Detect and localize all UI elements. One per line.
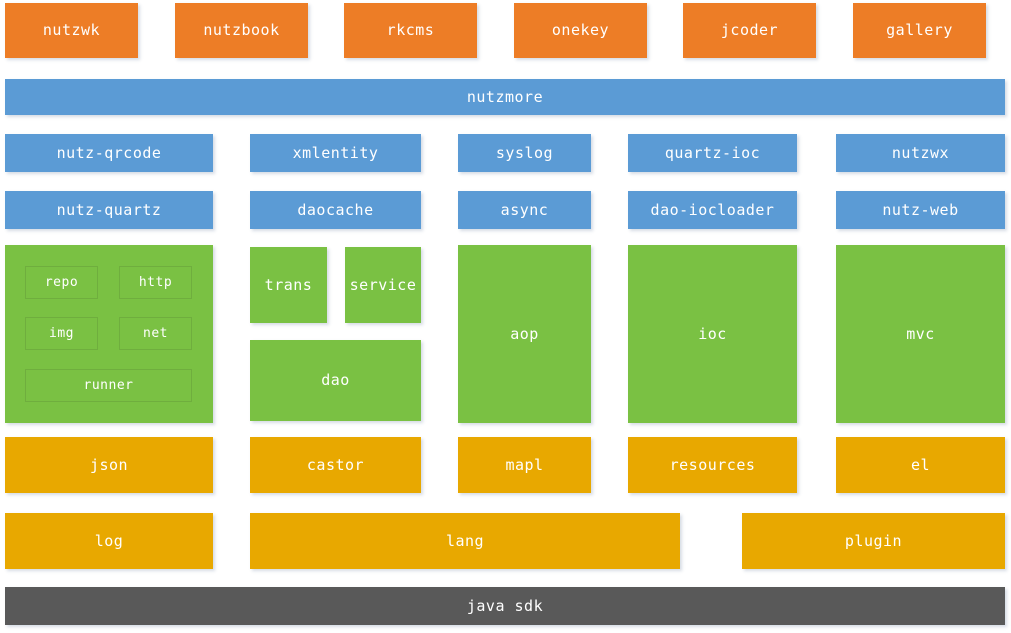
node-nutzmore[interactable]: nutzmore: [5, 79, 1005, 115]
node-label: nutzbook: [203, 21, 280, 40]
node-label: json: [89, 455, 129, 474]
node-label: ioc: [698, 324, 727, 343]
node-xmlentity[interactable]: xmlentity: [250, 134, 421, 172]
node-core-modules-panel-0[interactable]: [5, 245, 213, 423]
node-label: mvc: [906, 324, 935, 343]
node-onekey[interactable]: onekey: [514, 3, 647, 58]
node-java-sdk[interactable]: java sdk: [5, 587, 1005, 625]
node-nutz-quartz[interactable]: nutz-quartz: [5, 191, 213, 229]
node-nutzbook[interactable]: nutzbook: [175, 3, 308, 58]
node-label: nutzmore: [466, 87, 544, 106]
node-gallery[interactable]: gallery: [853, 3, 986, 58]
node-ioc[interactable]: ioc: [628, 245, 797, 423]
node-label: trans: [264, 275, 313, 294]
node-mapl[interactable]: mapl: [458, 437, 591, 493]
node-label: xmlentity: [292, 143, 379, 162]
node-label: net: [143, 326, 168, 341]
node-label: async: [500, 200, 549, 219]
node-nutz-web[interactable]: nutz-web: [836, 191, 1005, 229]
node-quartz-ioc[interactable]: quartz-ioc: [628, 134, 797, 172]
node-label: java sdk: [466, 596, 544, 615]
node-label: dao: [321, 371, 350, 390]
node-repo[interactable]: repo: [25, 266, 98, 299]
node-plugin[interactable]: plugin: [742, 513, 1005, 569]
node-log[interactable]: log: [5, 513, 213, 569]
node-trans[interactable]: trans: [250, 247, 327, 323]
node-label: el: [910, 455, 931, 474]
node-mvc[interactable]: mvc: [836, 245, 1005, 423]
node-label: nutz-qrcode: [56, 143, 162, 162]
node-async[interactable]: async: [458, 191, 591, 229]
node-http[interactable]: http: [119, 266, 192, 299]
node-label: repo: [44, 275, 79, 290]
node-label: log: [94, 531, 124, 550]
node-label: dao-iocloader: [650, 200, 775, 219]
node-jcoder[interactable]: jcoder: [683, 3, 816, 58]
node-label: nutzwx: [891, 143, 950, 162]
node-label: syslog: [495, 143, 554, 162]
node-label: onekey: [551, 21, 610, 40]
node-el[interactable]: el: [836, 437, 1005, 493]
node-label: gallery: [886, 21, 953, 40]
node-label: img: [49, 326, 74, 341]
node-resources[interactable]: resources: [628, 437, 797, 493]
node-label: service: [349, 275, 417, 294]
node-aop[interactable]: aop: [458, 245, 591, 423]
node-label: jcoder: [720, 21, 779, 40]
node-service[interactable]: service: [345, 247, 421, 323]
node-img[interactable]: img: [25, 317, 98, 350]
node-label: nutz-web: [882, 200, 959, 219]
node-label: quartz-ioc: [664, 143, 761, 162]
node-net[interactable]: net: [119, 317, 192, 350]
node-label: lang: [445, 531, 485, 550]
node-castor[interactable]: castor: [250, 437, 421, 493]
node-label: mapl: [505, 455, 544, 474]
node-label: runner: [83, 378, 134, 393]
node-label: aop: [510, 324, 539, 343]
node-nutzwk[interactable]: nutzwk: [5, 3, 138, 58]
node-label: castor: [306, 455, 365, 474]
node-dao[interactable]: dao: [250, 340, 421, 421]
node-nutzwx[interactable]: nutzwx: [836, 134, 1005, 172]
node-daocache[interactable]: daocache: [250, 191, 421, 229]
node-label: nutzwk: [42, 21, 101, 40]
node-lang[interactable]: lang: [250, 513, 680, 569]
node-runner[interactable]: runner: [25, 369, 192, 402]
node-syslog[interactable]: syslog: [458, 134, 591, 172]
node-rkcms[interactable]: rkcms: [344, 3, 477, 58]
node-dao-iocloader[interactable]: dao-iocloader: [628, 191, 797, 229]
node-nutz-qrcode[interactable]: nutz-qrcode: [5, 134, 213, 172]
node-label: nutz-quartz: [56, 200, 162, 219]
node-json[interactable]: json: [5, 437, 213, 493]
node-label: http: [138, 275, 173, 290]
node-label: daocache: [297, 200, 374, 219]
node-label: rkcms: [386, 21, 435, 40]
node-label: plugin: [844, 531, 903, 550]
node-label: resources: [669, 455, 756, 474]
